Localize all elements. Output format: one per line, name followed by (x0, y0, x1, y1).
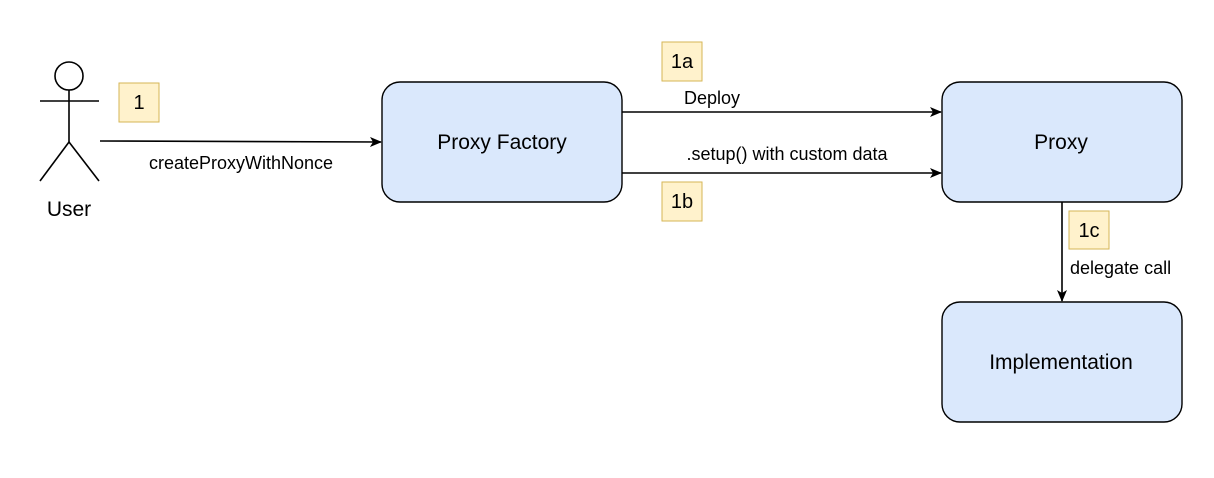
step-badge-1-label: 1 (133, 92, 144, 114)
step-badge-1a-box (661, 41, 703, 82)
step-badge-1b: 1b (661, 181, 703, 222)
step-badge-1c-label: 1c (1078, 220, 1099, 242)
edge-create-proxy: createProxyWithNonce (99, 136, 382, 173)
implementation-label: Implementation (989, 351, 1133, 374)
edge-create-proxy-line (99, 136, 382, 147)
stick-figure-icon (39, 61, 100, 182)
proxy-label: Proxy (1034, 131, 1088, 154)
proxy-node[interactable]: Proxy (941, 81, 1183, 203)
step-badge-1-box (118, 82, 160, 123)
step-badge-1a-label: 1a (671, 51, 694, 73)
edge-create-proxy-label: createProxyWithNonce (149, 153, 333, 173)
edge-delegate-call: delegate call (1057, 202, 1171, 302)
edge-setup-label: .setup() with custom data (686, 144, 888, 164)
edge-delegate-call-label: delegate call (1070, 258, 1171, 278)
user-actor: User (39, 61, 100, 221)
step-badge-1c-box (1068, 210, 1110, 250)
proxy-factory-label: Proxy Factory (437, 131, 567, 154)
step-badge-1a: 1a (661, 41, 703, 82)
implementation-box[interactable] (941, 301, 1183, 423)
edge-deploy: Deploy (622, 88, 942, 117)
edge-setup: .setup() with custom data (622, 144, 942, 178)
proxy-factory-box[interactable] (381, 81, 623, 203)
step-badge-1: 1 (118, 82, 160, 123)
step-badge-1b-box (661, 181, 703, 222)
user-label: User (47, 198, 91, 221)
step-badge-1b-label: 1b (671, 191, 693, 213)
implementation-node[interactable]: Implementation (941, 301, 1183, 423)
proxy-factory-node[interactable]: Proxy Factory (381, 81, 623, 203)
step-badge-1c: 1c (1068, 210, 1110, 250)
edge-deploy-label: Deploy (684, 88, 740, 108)
